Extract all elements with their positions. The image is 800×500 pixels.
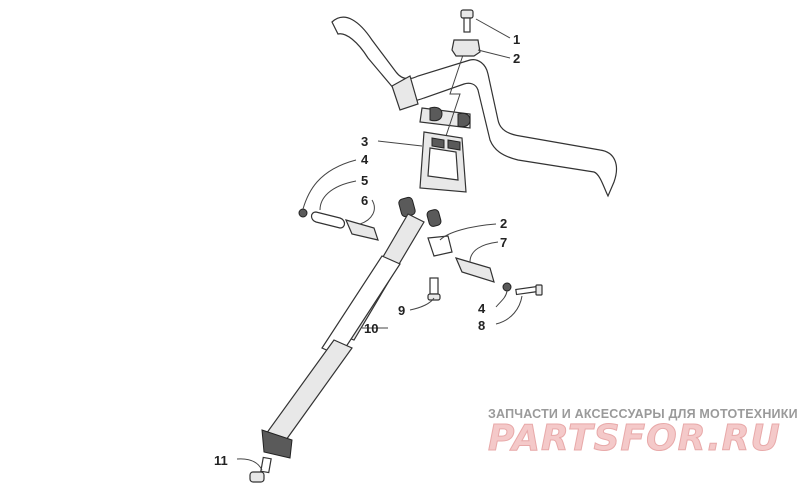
bolt-part-8 <box>515 284 543 296</box>
handlebar <box>331 16 618 198</box>
watermark: ЗАПЧАСТИ И АКСЕССУАРЫ ДЛЯ МОТОТЕХНИКИ PA… <box>488 407 798 460</box>
nut-part-4-left <box>298 208 308 218</box>
callout-9: 9 <box>398 303 405 318</box>
callout-2-lower: 2 <box>500 216 507 231</box>
callout-5: 5 <box>361 173 368 188</box>
callout-11: 11 <box>214 453 228 468</box>
watermark-logo: PARTSFOR.RU <box>488 418 781 459</box>
callout-labels: 1 2 3 4 5 6 2 7 9 4 8 10 11 <box>214 32 520 468</box>
leader-lines <box>236 18 523 471</box>
steering-column-part-10 <box>261 213 425 459</box>
callout-4-right: 4 <box>478 301 486 316</box>
bolt-part-11 <box>249 456 272 483</box>
ball-joint-part-7 <box>454 257 495 283</box>
stem-top <box>398 196 442 227</box>
callout-8: 8 <box>478 318 485 333</box>
ball-joint-part-6 <box>344 219 379 241</box>
clamp-half-part-2-lower <box>427 235 453 257</box>
callout-3: 3 <box>361 134 368 149</box>
clamp-cap-part-2-upper <box>451 39 481 57</box>
callout-4-left: 4 <box>361 152 369 167</box>
watermark-caption: ЗАПЧАСТИ И АКСЕССУАРЫ ДЛЯ МОТОТЕХНИКИ <box>488 407 798 421</box>
callout-6: 6 <box>361 193 368 208</box>
callout-1: 1 <box>513 32 520 47</box>
break-symbol <box>445 51 465 137</box>
bolt-part-9 <box>427 277 441 301</box>
callout-10: 10 <box>364 321 378 336</box>
callout-7: 7 <box>500 235 507 250</box>
callout-2-upper: 2 <box>513 51 520 66</box>
bar-clamp-part-3 <box>419 131 467 193</box>
tie-rod-end-part-5 <box>310 211 346 229</box>
bolt-part-1 <box>460 9 474 33</box>
nut-part-4-right <box>502 282 512 292</box>
